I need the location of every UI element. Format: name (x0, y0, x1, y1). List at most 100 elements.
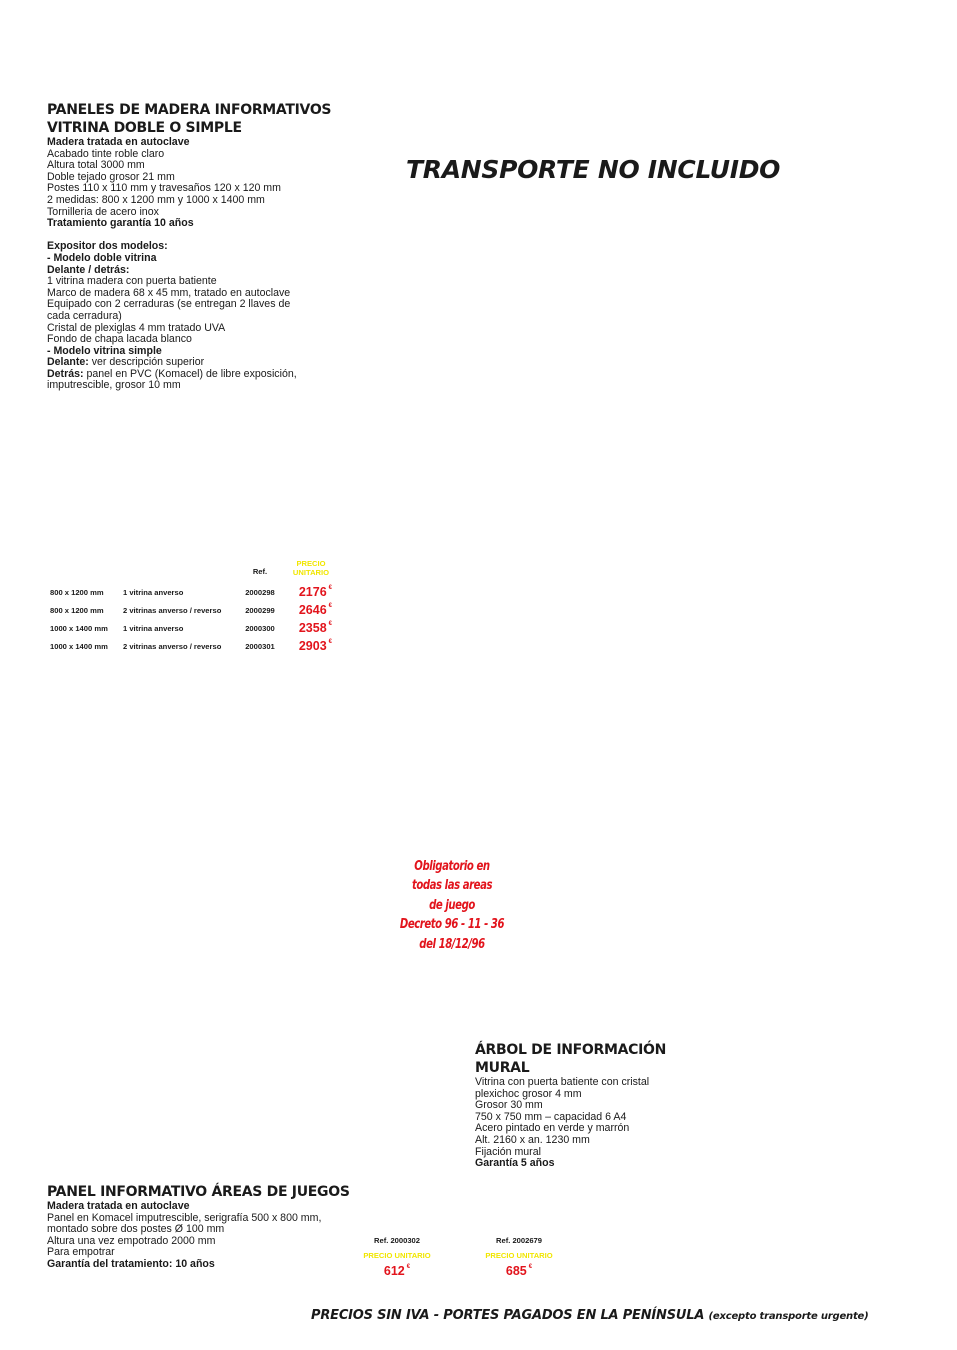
panels-title-line: PANELES DE MADERA INFORMATIVOS (47, 102, 332, 118)
row-description: 2 vitrinas anverso / reverso (123, 605, 222, 615)
description-line: Postes 110 x 110 mm y travesaños 120 x 1… (47, 183, 377, 195)
arbol-product: ÁRBOL DE INFORMACIÓN MURAL Vitrina con p… (475, 1041, 735, 1170)
description-text: Panel en Komacel imputrescible, serigraf… (47, 1211, 322, 1224)
arbol-title-line: MURAL (475, 1060, 530, 1076)
description-text: 1 vitrina madera con puerta batiente (47, 275, 217, 288)
price-table-header: Ref. PRECIO UNITARIO (50, 553, 336, 583)
description-label: Detrás: (47, 367, 84, 380)
description-text: panel en PVC (Komacel) de libre exposici… (83, 367, 297, 380)
price-header: PRECIO UNITARIO (292, 559, 330, 577)
row-size: 800 x 1200 mm (50, 605, 104, 615)
description-text: Postes 110 x 110 mm y travesaños 120 x 1… (47, 182, 281, 195)
description-text: Tratamiento garantía 10 años (47, 217, 194, 230)
description-line: - Modelo vitrina simple (47, 344, 377, 358)
notice-line: Obligatorio en (414, 858, 490, 874)
description-line: Altura total 3000 mm (47, 159, 377, 172)
price-block-2000302: Ref. 2000302 PRECIO UNITARIO 612€ (342, 1236, 452, 1278)
price-block-ref: Ref. 2000302 (373, 1236, 421, 1245)
description-line: Vitrina con puerta batiente con cristal (475, 1076, 735, 1089)
price-block-label: PRECIO UNITARIO (485, 1251, 553, 1260)
description-text: Delante / detrás: (47, 263, 130, 276)
footer-notice: PRECIOS SIN IVA - PORTES PAGADOS EN LA P… (311, 1308, 869, 1323)
description-line: Detrás: panel en PVC (Komacel) de libre … (47, 367, 377, 381)
description-line: Garantía 5 años (475, 1157, 735, 1170)
description-line: Madera tratada en autoclave (47, 136, 377, 149)
panel-juegos-title: PANEL INFORMATIVO ÁREAS DE JUEGOS (47, 1184, 350, 1200)
ref-header: Ref. (252, 566, 268, 576)
description-text: Acabado tinte roble claro (47, 147, 165, 160)
description-line: 1 vitrina madera con puerta batiente (47, 275, 377, 288)
description-line: - Modelo doble vitrina (47, 251, 377, 265)
description-text: Garantía 5 años (475, 1157, 555, 1170)
description-line: Grosor 30 mm (475, 1099, 735, 1112)
description-line: Garantía del tratamiento: 10 años (47, 1257, 367, 1271)
row-size: 1000 x 1400 mm (50, 641, 108, 651)
row-price: 2176€ (298, 585, 332, 599)
notice-line: del 18/12/96 (419, 935, 485, 952)
description-text: plexichoc grosor 4 mm (475, 1087, 582, 1100)
description-line: 2 medidas: 800 x 1200 mm y 1000 x 1400 m… (47, 193, 377, 207)
description-line: Alt. 2160 x an. 1230 mm (475, 1134, 735, 1147)
row-ref: 2000300 (245, 623, 275, 633)
description-line: Tornilleria de acero inox (47, 206, 377, 219)
price-block-ref: Ref. 2002679 (495, 1236, 543, 1245)
description-line: 750 x 750 mm – capacidad 6 A4 (475, 1110, 735, 1124)
row-price: 2646€ (298, 603, 332, 617)
description-line: Delante: ver descripción superior (47, 356, 377, 369)
notice-line: todas las areas (411, 877, 493, 894)
panels-title-line: VITRINA DOBLE O SIMPLE (47, 120, 242, 136)
description-line: Fijación mural (475, 1145, 735, 1159)
description-text: ver descripción superior (88, 356, 205, 369)
description-text: montado sobre dos postes Ø 100 mm (47, 1223, 225, 1236)
price-block-2002679: Ref. 2002679 PRECIO UNITARIO 685€ (464, 1236, 574, 1278)
row-size: 800 x 1200 mm (50, 587, 104, 597)
row-size: 1000 x 1400 mm (50, 623, 108, 633)
price-block-value: 612€ (383, 1264, 411, 1278)
description-line: Acabado tinte roble claro (47, 147, 377, 161)
mandatory-notice: Obligatorio en todas las areas de juego … (400, 857, 505, 954)
description-text: Expositor dos modelos: (47, 240, 168, 253)
description-text: Equipado con 2 cerraduras (se entregan 2… (47, 298, 291, 311)
description-text: 750 x 750 mm – capacidad 6 A4 (475, 1110, 627, 1123)
footer-main: PRECIOS SIN IVA - PORTES PAGADOS EN LA P… (311, 1308, 705, 1323)
footer-note: (excepto transporte urgente) (708, 1311, 869, 1322)
row-description: 2 vitrinas anverso / reverso (123, 641, 222, 651)
description-line: Doble tejado grosor 21 mm (47, 171, 377, 184)
description-text: cada cerradura) (47, 309, 122, 322)
arbol-title-line: ÁRBOL DE INFORMACIÓN (475, 1042, 667, 1058)
row-description: 1 vitrina anverso (123, 587, 184, 597)
table-row: 1000 x 1400 mm 2 vitrinas anverso / rever… (50, 637, 336, 655)
description-text: Garantía del tratamiento: 10 años (47, 1257, 215, 1270)
description-text: Madera tratada en autoclave (47, 136, 190, 148)
table-row: 800 x 1200 mm 1 vitrina anverso 2000298 217… (50, 583, 336, 601)
description-text: Cristal de plexiglas 4 mm tratado UVA (47, 321, 226, 334)
description-text: Fijación mural (475, 1145, 541, 1158)
row-ref: 2000298 (245, 587, 275, 597)
price-block-value: 685€ (505, 1264, 533, 1278)
description-line: Acero pintado en verde y marrón (475, 1123, 735, 1135)
description-line: Tratamiento garantía 10 años (47, 217, 377, 230)
description-text: - Modelo vitrina simple (47, 344, 162, 357)
transport-notice: TRANSPORTE NO INCLUIDO (406, 155, 781, 184)
description-text: 2 medidas: 800 x 1200 mm y 1000 x 1400 m… (47, 193, 265, 206)
description-line: plexichoc grosor 4 mm (475, 1087, 735, 1101)
description-line: Cristal de plexiglas 4 mm tratado UVA (47, 321, 377, 335)
description-text: imputrescible, grosor 10 mm (47, 379, 181, 392)
description-line: Fondo de chapa lacada blanco (47, 333, 377, 346)
price-block-label: PRECIO UNITARIO (363, 1251, 431, 1260)
description-line: montado sobre dos postes Ø 100 mm (47, 1223, 367, 1236)
arbol-title: ÁRBOL DE INFORMACIÓN MURAL (475, 1041, 735, 1077)
description-line: Altura una vez empotrado 2000 mm (47, 1235, 367, 1248)
row-description: 1 vitrina anverso (123, 623, 184, 633)
description-line: cada cerradura) (47, 309, 377, 323)
row-ref: 2000299 (245, 605, 275, 615)
description-line: Madera tratada en autoclave (47, 1200, 367, 1213)
description-line: Expositor dos modelos: (47, 241, 377, 253)
panel-juegos-product: PANEL INFORMATIVO ÁREAS DE JUEGOS Madera… (47, 1183, 367, 1271)
description-label: Delante: (47, 356, 89, 369)
description-text: - Modelo doble vitrina (47, 251, 157, 264)
